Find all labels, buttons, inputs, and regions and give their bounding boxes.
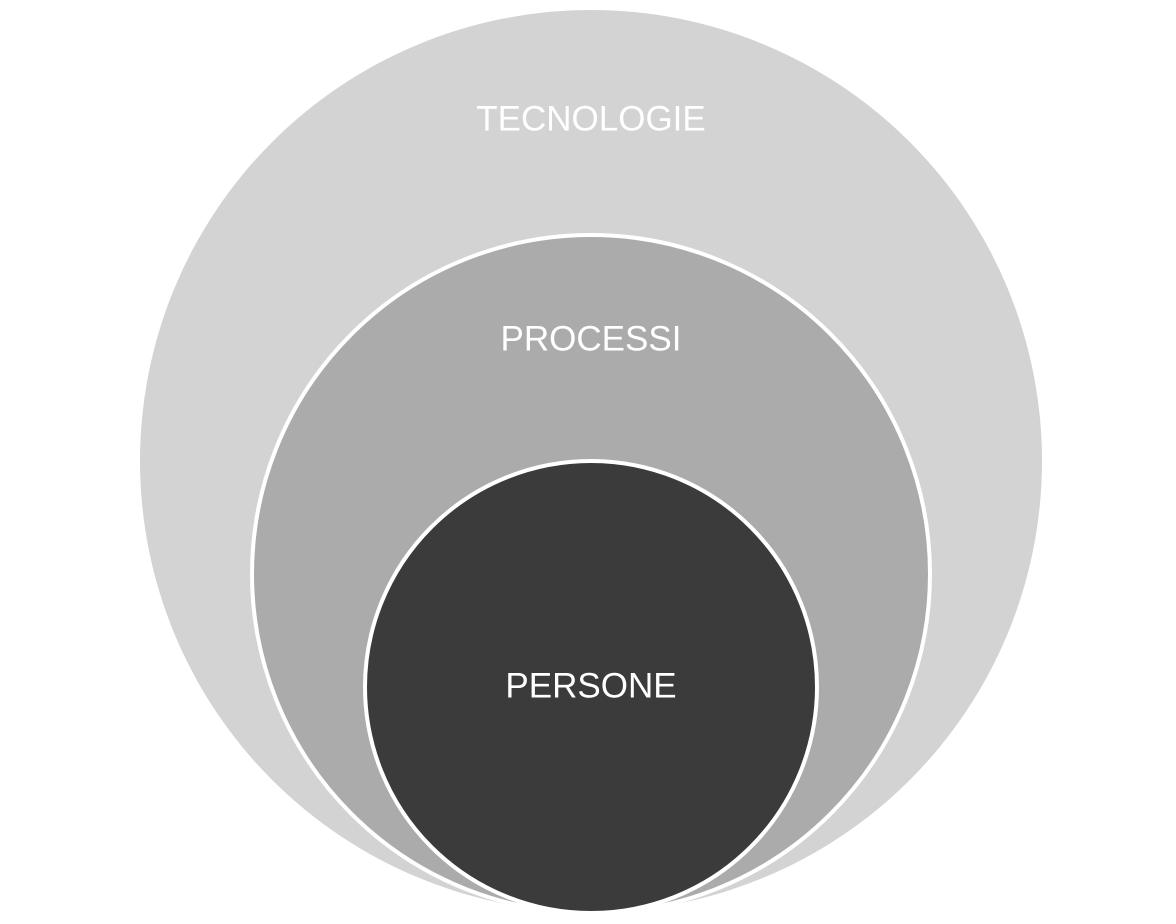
label-processi: PROCESSI bbox=[501, 319, 682, 358]
label-persone: PERSONE bbox=[505, 666, 676, 705]
inner-circle-persone bbox=[363, 459, 819, 915]
label-tecnologie: TECNOLOGIE bbox=[476, 99, 705, 138]
